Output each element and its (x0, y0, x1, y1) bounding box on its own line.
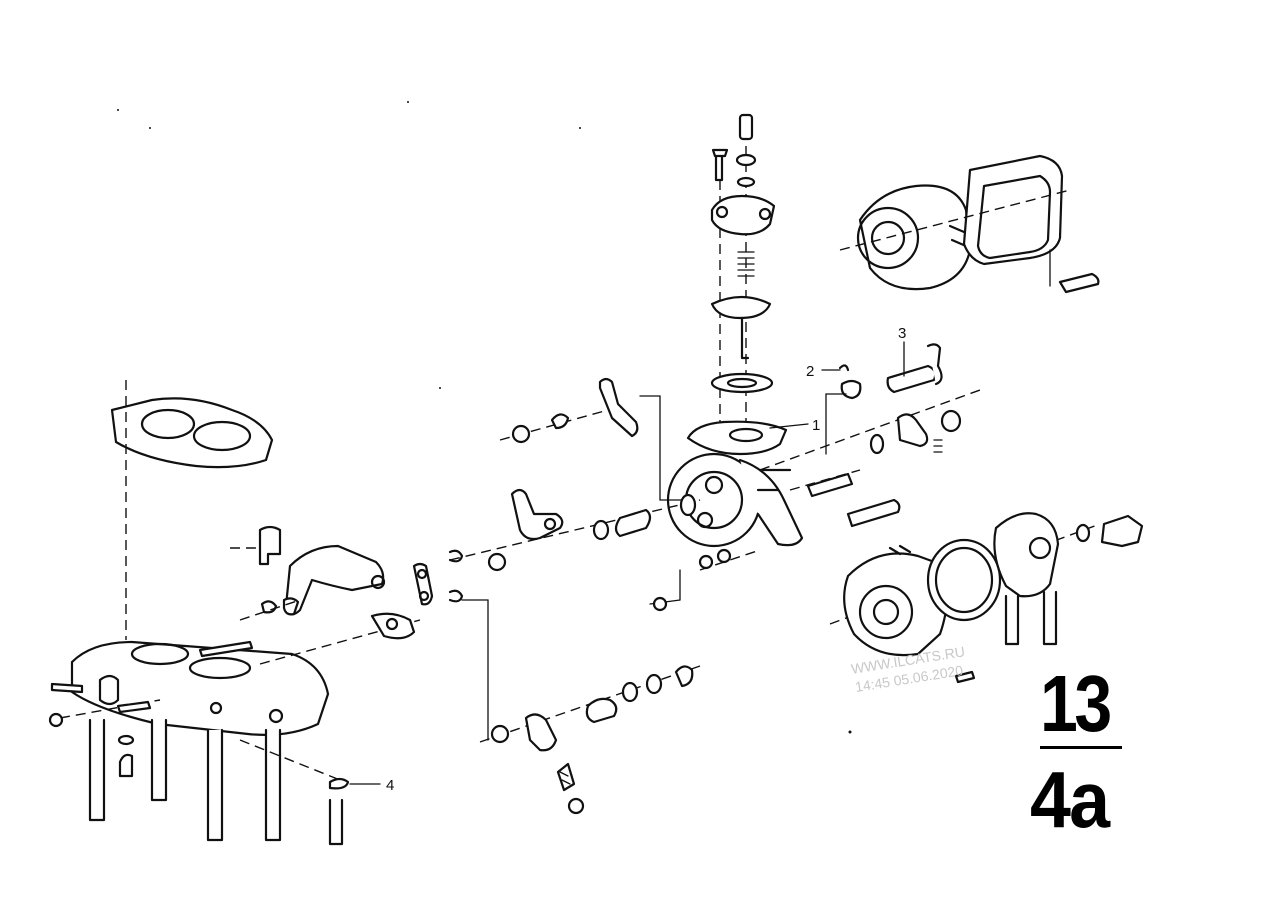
shaft-axis (449, 488, 701, 572)
left-horizontal-parts (499, 377, 691, 501)
speck-marks (117, 101, 852, 734)
pump-bolts (649, 469, 901, 612)
bottom-right-cover (829, 512, 1144, 684)
lower-linkage (479, 665, 701, 815)
callout-1: 1 (769, 417, 820, 434)
callout-1-label: 1 (812, 417, 820, 434)
group-number: 13 (1040, 659, 1112, 748)
callout-4: 4 (239, 739, 394, 846)
callout-2: 2 (806, 363, 841, 380)
callout-2-label: 2 (806, 363, 814, 380)
throttle-linkage (198, 525, 489, 741)
pump-body (666, 420, 804, 548)
carburettor-base (48, 380, 330, 842)
top-cover (710, 194, 776, 394)
sub-number: 4a (1030, 755, 1110, 844)
top-right-cover (839, 154, 1100, 294)
callout-3-label: 3 (898, 325, 906, 342)
callout-4-label: 4 (386, 777, 394, 794)
top-axis (719, 130, 747, 440)
upper-right-linkage (759, 343, 981, 471)
callout-3: 3 (898, 325, 906, 377)
top-pin (711, 113, 757, 188)
number-divider (1040, 746, 1122, 749)
